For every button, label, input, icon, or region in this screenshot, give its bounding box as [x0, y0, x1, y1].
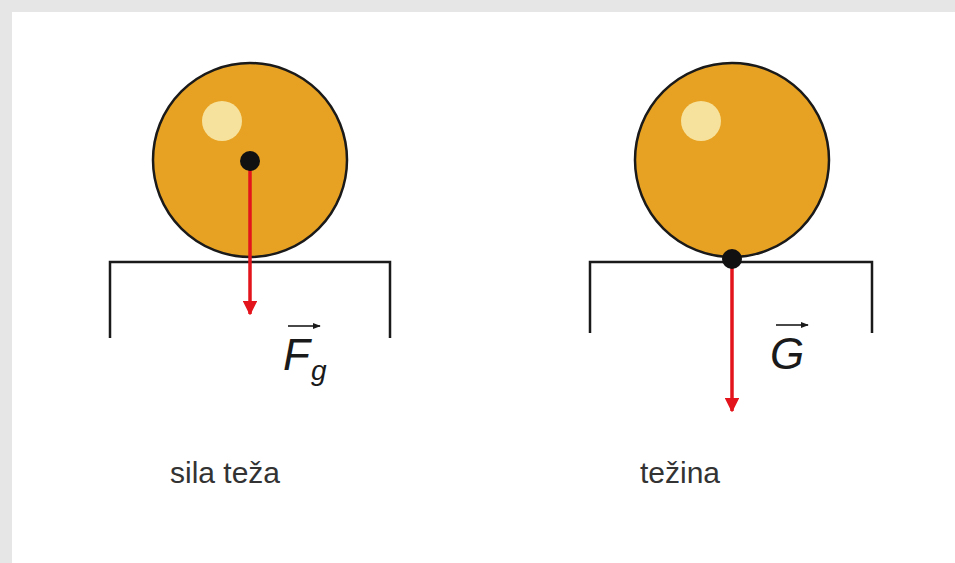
- force-symbol: F: [283, 333, 310, 377]
- force-symbol: G: [770, 332, 804, 376]
- highlight: [202, 101, 242, 141]
- subscript: g: [311, 357, 327, 385]
- highlight: [681, 101, 721, 141]
- panel: [12, 12, 955, 563]
- vector-arrow: [288, 325, 320, 327]
- force-arrow: [248, 163, 252, 314]
- center-dot: [240, 151, 260, 171]
- vector-arrow: [776, 324, 808, 326]
- force-arrow: [730, 262, 734, 411]
- contact-dot: [722, 249, 742, 269]
- ball: [635, 63, 829, 257]
- caption-label: sila teža: [170, 458, 280, 488]
- caption-label: težina: [640, 458, 720, 488]
